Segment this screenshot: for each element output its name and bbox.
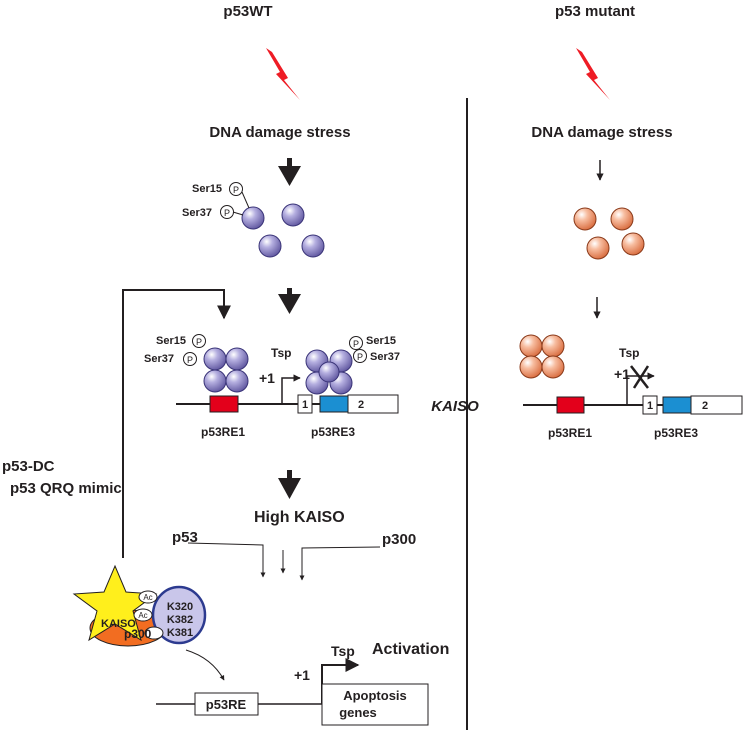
exon1-label-wt: 1 — [302, 399, 308, 411]
p53re1-box-mut — [556, 396, 585, 414]
p53-monomers-mut — [573, 207, 645, 260]
ser37-label-monomer: Ser37 — [182, 207, 212, 219]
ac-label-2: Ac — [138, 611, 147, 620]
p53re3-label-mut: p53RE3 — [654, 426, 698, 440]
ac-label-1: Ac — [143, 593, 152, 602]
dna-damage-stress-wt: DNA damage stress — [209, 124, 350, 141]
p53re-box — [194, 692, 259, 716]
phospho-site-re3: P P — [349, 336, 367, 363]
svg-text:P: P — [224, 208, 230, 218]
complex-to-promoter-arrow — [185, 649, 225, 681]
apoptosis-genes-box — [321, 683, 429, 726]
kaiso-gene-label: KAISO — [431, 398, 479, 415]
p300-input-label: p300 — [382, 531, 416, 548]
ac-badge-2 — [133, 608, 153, 622]
svg-text:P: P — [353, 339, 359, 349]
p53-dc-label: p53-DC — [2, 458, 55, 475]
lightning-bolt-icon-wt — [266, 48, 300, 100]
p53re3-box-mut — [662, 396, 692, 414]
tsp-arrow-wt — [281, 374, 301, 404]
genes-label: genes — [339, 705, 377, 720]
phospho-site-re1: P P — [183, 334, 206, 366]
p53re-label: p53RE — [206, 697, 247, 712]
activation-label: Activation — [372, 641, 449, 658]
p53re1-label-wt: p53RE1 — [201, 425, 245, 439]
p53-qrq-mimic-label: p53 QRQ mimic — [10, 480, 122, 497]
apoptosis-label: Apoptosis — [343, 688, 407, 703]
ser15-label-re3: Ser15 — [366, 335, 396, 347]
p53-tetramer-mut — [519, 334, 565, 379]
plus1-label-mut: +1 — [614, 366, 630, 382]
k382-label: K382 — [167, 614, 193, 626]
lightning-bolt-icon-mut — [576, 48, 610, 100]
tsp-arrow-mut — [626, 372, 655, 405]
p53-input-label: p53 — [172, 529, 198, 546]
ac-badge-3 — [144, 626, 164, 640]
k381-label: K381 — [167, 627, 193, 639]
big-arrow-1 — [278, 158, 301, 186]
plus1-label-wt: +1 — [259, 370, 275, 386]
p53wt-title: p53WT — [223, 3, 272, 20]
p300-complex-label: p300 — [124, 627, 152, 641]
p53-tetramer-re3 — [305, 349, 353, 395]
high-kaiso-label: High KAISO — [254, 509, 345, 526]
p53-tetramer-re1 — [203, 347, 249, 393]
p53re3-label-wt: p53RE3 — [311, 425, 355, 439]
big-arrow-3 — [278, 470, 301, 499]
exon1-label-mut: 1 — [647, 400, 653, 412]
exon2-box-mut — [690, 395, 743, 415]
dna-damage-stress-mut: DNA damage stress — [531, 124, 672, 141]
phospho-site-monomer: P P — [220, 182, 250, 219]
ser37-label-re3: Ser37 — [370, 351, 400, 363]
p53re1-label-mut: p53RE1 — [548, 426, 592, 440]
exon2-label-wt: 2 — [358, 399, 364, 411]
svg-text:P: P — [187, 355, 193, 365]
exon2-label-mut: 2 — [702, 400, 708, 412]
ser15-label-re1: Ser15 — [156, 335, 186, 347]
tsp-label-target: Tsp — [331, 643, 355, 659]
p53mutant-title: p53 mutant — [555, 3, 635, 20]
ser37-label-re1: Ser37 — [144, 353, 174, 365]
blocked-x-mark — [630, 365, 650, 389]
p53re3-box-wt — [319, 395, 349, 413]
k320-label: K320 — [167, 601, 193, 613]
svg-text:P: P — [196, 337, 202, 347]
tsp-label-wt: Tsp — [271, 346, 291, 360]
exon2-box-wt — [347, 394, 399, 414]
p53-monomers-wt — [241, 203, 325, 258]
ser15-label-monomer: Ser15 — [192, 183, 222, 195]
svg-text:P: P — [357, 352, 363, 362]
svg-text:P: P — [233, 185, 239, 195]
p53-oval — [151, 585, 207, 645]
kaiso-complex-label: KAISO — [101, 618, 136, 630]
tsp-label-mut: Tsp — [619, 346, 639, 360]
feedback-loop-line — [122, 289, 231, 558]
ac-badge-1 — [138, 590, 158, 604]
big-arrow-2 — [278, 288, 301, 314]
p53re1-box-wt — [209, 395, 239, 413]
plus1-label-target: +1 — [294, 667, 310, 683]
convergence-arrows — [187, 542, 381, 581]
